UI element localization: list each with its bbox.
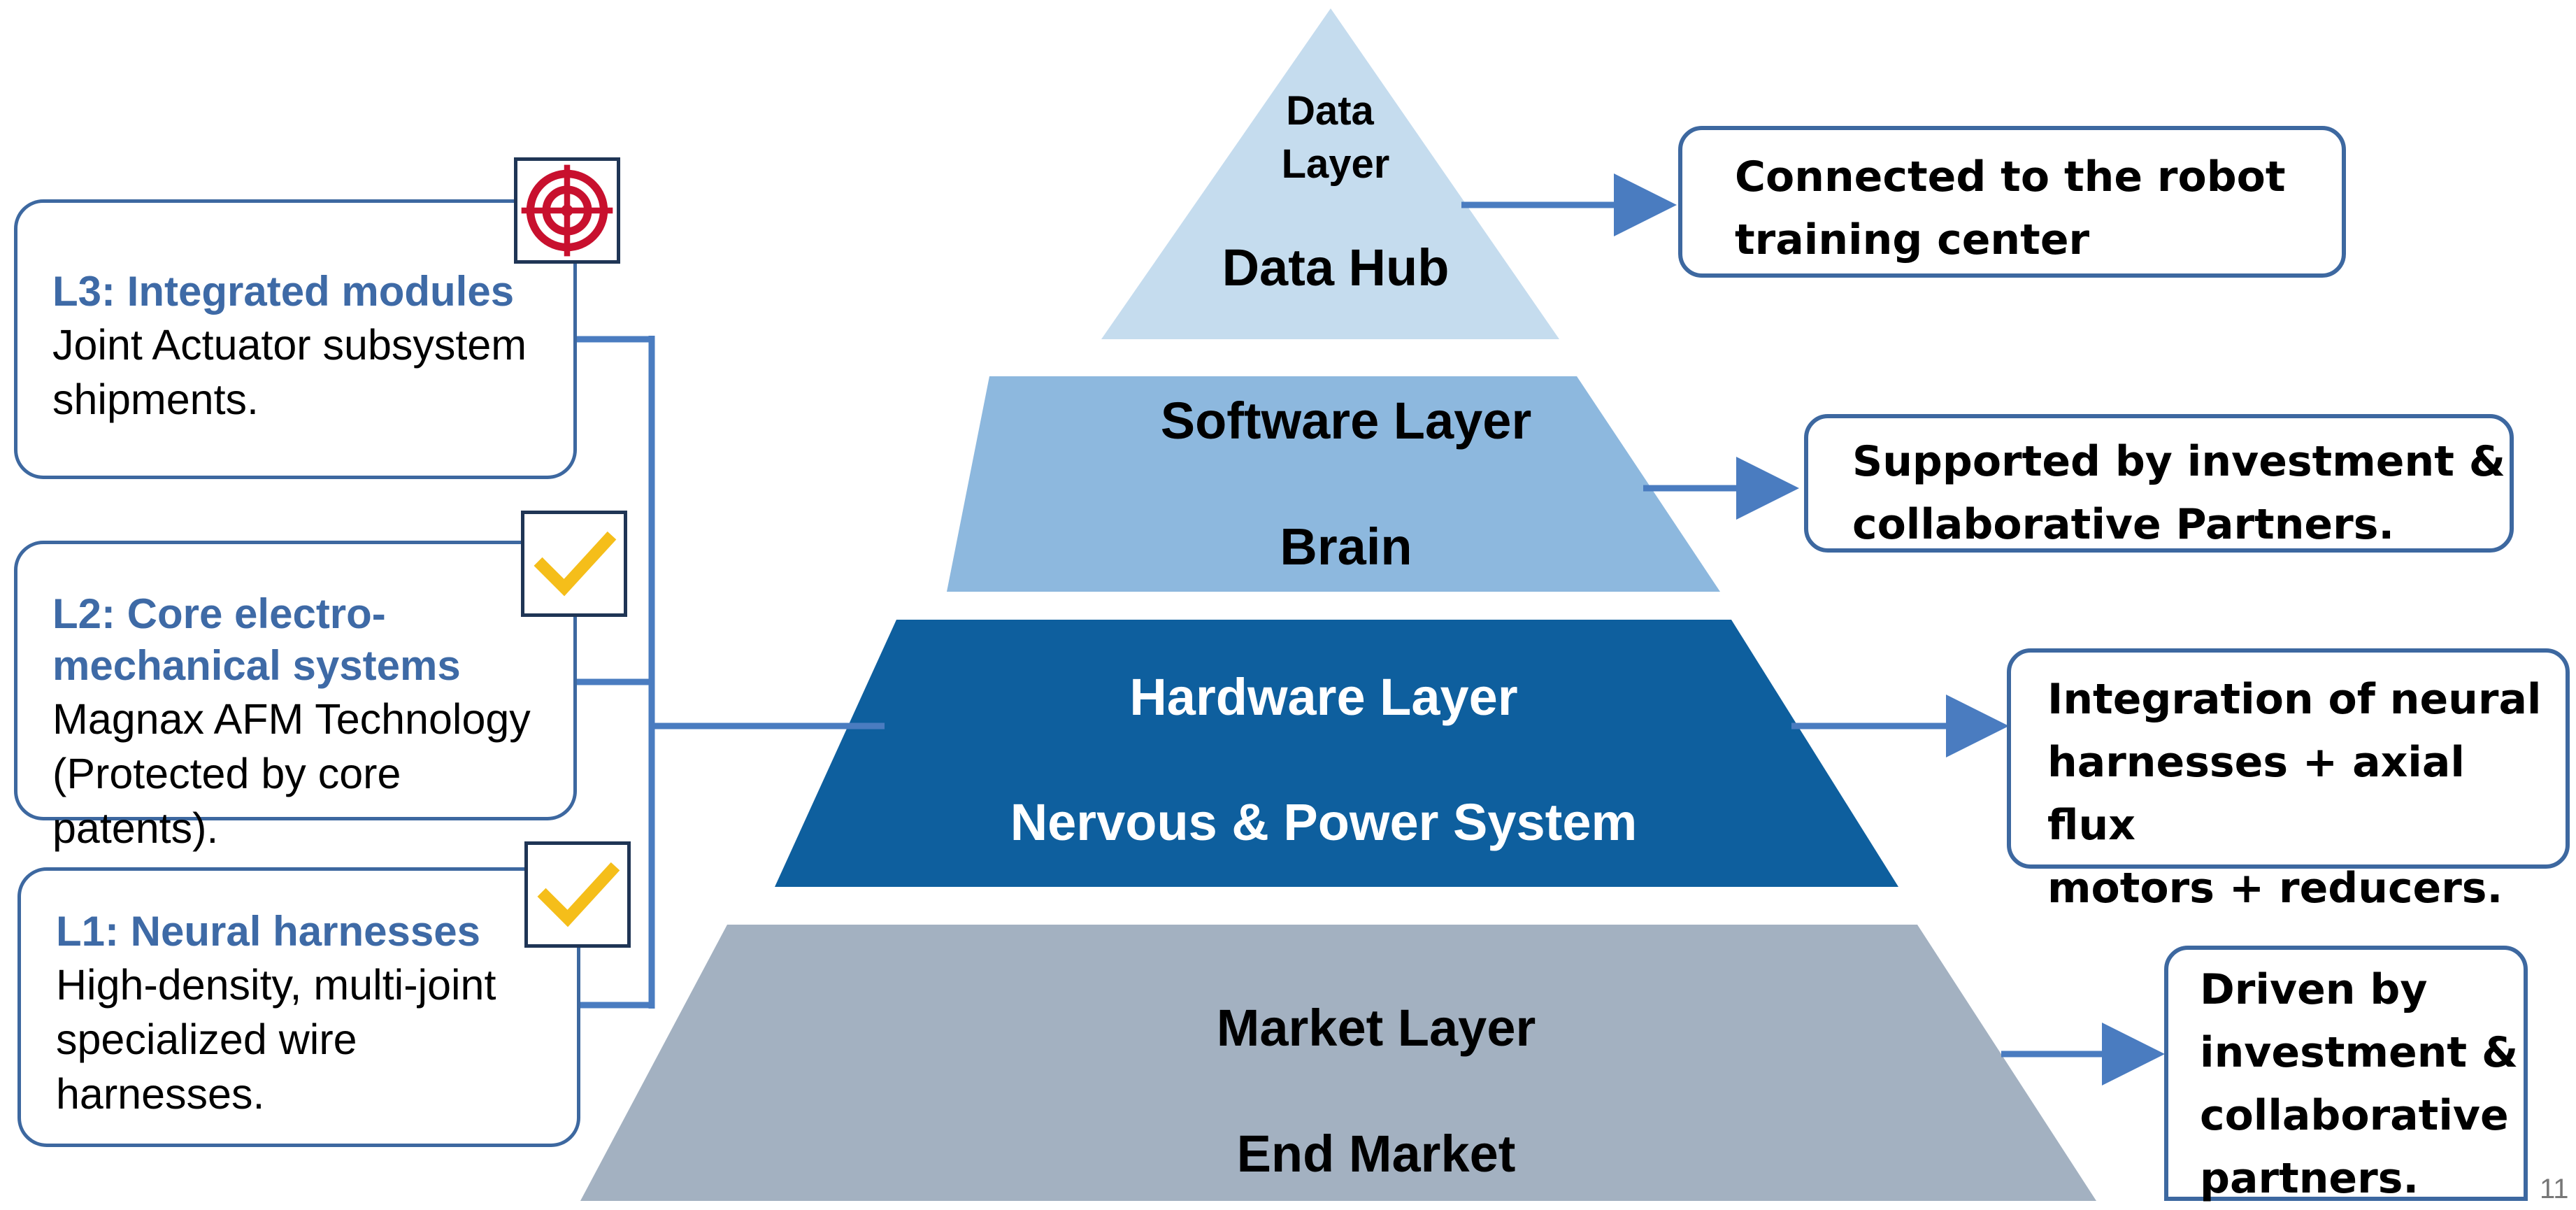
level-connector-bracket bbox=[573, 336, 885, 1009]
hardware-layer-callout: Integration of neural harnesses + axial … bbox=[2007, 648, 2570, 913]
level-l2-box: L2: Core electro- mechanical systems Mag… bbox=[14, 541, 577, 852]
level-l2-description: Magnax AFM Technology (Protected by core… bbox=[52, 695, 531, 852]
data-layer-shape bbox=[1101, 8, 1559, 339]
page-number: 11 bbox=[2540, 1174, 2569, 1204]
brain-label: Brain bbox=[1280, 518, 1412, 576]
level-l2-title: L2: Core electro- mechanical systems bbox=[52, 590, 461, 689]
market-layer-title: Market Layer bbox=[1217, 999, 1536, 1057]
hardware-layer-title: Hardware Layer bbox=[1129, 668, 1517, 726]
nervous-power-system-label: Nervous & Power System bbox=[1010, 793, 1638, 851]
checkmark-icon bbox=[521, 511, 627, 617]
end-market-label: End Market bbox=[1237, 1125, 1516, 1183]
level-l1-box: L1: Neural harnesses High-density, multi… bbox=[17, 867, 580, 1147]
level-l1-title: L1: Neural harnesses bbox=[56, 908, 480, 955]
software-layer-callout: Supported by investment & collaborative … bbox=[1804, 414, 2514, 553]
software-layer-title: Software Layer bbox=[1161, 392, 1532, 450]
market-layer-callout: Driven by investment & collaborative par… bbox=[2164, 946, 2528, 1203]
checkmark-icon bbox=[524, 841, 631, 948]
data-hub-label: Data Hub bbox=[1222, 239, 1450, 297]
level-l1-description: High-density, multi-joint specialized wi… bbox=[56, 961, 496, 1118]
data-layer-title: Data Layer bbox=[1282, 88, 1390, 187]
market-layer-shape bbox=[580, 925, 2096, 1201]
level-l3-title: L3: Integrated modules bbox=[52, 268, 515, 315]
level-l3-description: Joint Actuator subsystem shipments. bbox=[52, 321, 527, 423]
data-layer-callout: Connected to the robot training center bbox=[1678, 126, 2346, 278]
hardware-layer-shape bbox=[775, 620, 1898, 887]
data-layer-title-line1: Data bbox=[1286, 88, 1374, 134]
software-layer-shape bbox=[947, 376, 1720, 592]
level-l3-box: L3: Integrated modules Joint Actuator su… bbox=[14, 199, 577, 479]
data-layer-title-line2: Layer bbox=[1282, 141, 1390, 187]
target-icon bbox=[514, 157, 620, 264]
